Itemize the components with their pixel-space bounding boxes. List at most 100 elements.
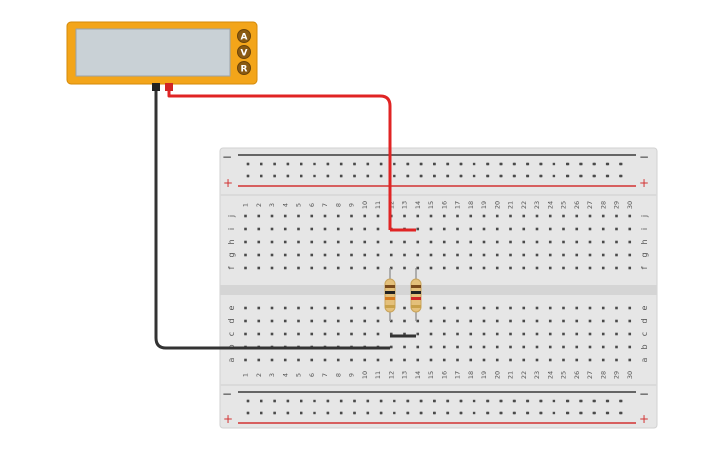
terminal-hole[interactable] bbox=[628, 332, 632, 336]
rail-hole[interactable] bbox=[512, 411, 516, 415]
rail-hole[interactable] bbox=[433, 399, 436, 403]
terminal-hole[interactable] bbox=[588, 332, 592, 336]
terminal-hole[interactable] bbox=[495, 332, 499, 336]
terminal-hole[interactable] bbox=[601, 240, 605, 244]
terminal-hole[interactable] bbox=[456, 319, 459, 323]
rail-hole[interactable] bbox=[459, 162, 462, 166]
rail-hole[interactable] bbox=[393, 162, 396, 166]
terminal-hole[interactable] bbox=[522, 266, 526, 270]
terminal-hole[interactable] bbox=[535, 214, 539, 218]
terminal-hole[interactable] bbox=[363, 358, 367, 362]
terminal-hole[interactable] bbox=[509, 214, 512, 218]
terminal-hole[interactable] bbox=[416, 253, 420, 257]
terminal-hole[interactable] bbox=[482, 227, 486, 231]
terminal-hole[interactable] bbox=[257, 358, 261, 362]
terminal-hole[interactable] bbox=[429, 214, 433, 218]
terminal-hole[interactable] bbox=[429, 345, 433, 349]
terminal-hole[interactable] bbox=[323, 214, 327, 218]
terminal-hole[interactable] bbox=[548, 358, 552, 362]
terminal-hole[interactable] bbox=[562, 240, 565, 244]
terminal-hole[interactable] bbox=[601, 332, 605, 336]
terminal-hole[interactable] bbox=[283, 358, 287, 362]
terminal-hole[interactable] bbox=[257, 332, 261, 336]
rail-hole[interactable] bbox=[472, 411, 476, 415]
terminal-hole[interactable] bbox=[429, 332, 433, 336]
rail-hole[interactable] bbox=[339, 411, 343, 415]
terminal-hole[interactable] bbox=[323, 227, 327, 231]
terminal-hole[interactable] bbox=[469, 240, 473, 244]
terminal-hole[interactable] bbox=[403, 306, 406, 310]
terminal-hole[interactable] bbox=[389, 319, 393, 323]
terminal-hole[interactable] bbox=[376, 266, 380, 270]
terminal-hole[interactable] bbox=[363, 266, 367, 270]
terminal-hole[interactable] bbox=[562, 345, 565, 349]
terminal-hole[interactable] bbox=[416, 319, 420, 323]
terminal-hole[interactable] bbox=[244, 358, 247, 362]
terminal-hole[interactable] bbox=[244, 319, 247, 323]
terminal-hole[interactable] bbox=[469, 214, 473, 218]
terminal-hole[interactable] bbox=[429, 266, 433, 270]
terminal-hole[interactable] bbox=[522, 306, 526, 310]
breadboard[interactable]: − − + + − − + + 112233445566778899101011… bbox=[219, 147, 658, 429]
terminal-hole[interactable] bbox=[601, 227, 605, 231]
terminal-hole[interactable] bbox=[495, 227, 499, 231]
red-probe-wire[interactable] bbox=[167, 91, 392, 230]
rail-hole[interactable] bbox=[446, 162, 449, 166]
terminal-hole[interactable] bbox=[509, 319, 512, 323]
resistors[interactable] bbox=[384, 268, 422, 321]
terminal-hole[interactable] bbox=[416, 332, 420, 336]
terminal-hole[interactable] bbox=[535, 332, 539, 336]
mode-button-circle[interactable] bbox=[237, 29, 251, 43]
terminal-hole[interactable] bbox=[615, 332, 618, 336]
terminal-hole[interactable] bbox=[376, 240, 380, 244]
rail-hole[interactable] bbox=[300, 174, 303, 178]
terminal-hole[interactable] bbox=[297, 266, 300, 270]
terminal-hole[interactable] bbox=[310, 227, 314, 231]
resistor-2[interactable] bbox=[410, 268, 422, 321]
terminal-hole[interactable] bbox=[535, 227, 539, 231]
rail-hole[interactable] bbox=[433, 174, 436, 178]
terminal-hole[interactable] bbox=[429, 240, 433, 244]
terminal-hole[interactable] bbox=[495, 358, 499, 362]
rail-hole[interactable] bbox=[393, 174, 396, 178]
terminal-hole[interactable] bbox=[416, 227, 420, 231]
terminal-hole[interactable] bbox=[310, 266, 314, 270]
rail-hole[interactable] bbox=[552, 162, 556, 166]
rail-hole[interactable] bbox=[512, 399, 516, 403]
terminal-hole[interactable] bbox=[416, 266, 420, 270]
terminal-hole[interactable] bbox=[575, 345, 579, 349]
terminal-hole[interactable] bbox=[244, 214, 247, 218]
rail-hole[interactable] bbox=[566, 174, 569, 178]
rail-hole[interactable] bbox=[459, 174, 462, 178]
terminal-hole[interactable] bbox=[270, 214, 274, 218]
terminal-hole[interactable] bbox=[297, 332, 300, 336]
terminal-hole[interactable] bbox=[244, 253, 247, 257]
terminal-hole[interactable] bbox=[336, 266, 340, 270]
terminal-hole[interactable] bbox=[469, 332, 473, 336]
rail-hole[interactable] bbox=[566, 399, 569, 403]
rail-hole[interactable] bbox=[273, 162, 276, 166]
terminal-hole[interactable] bbox=[416, 240, 420, 244]
terminal-hole[interactable] bbox=[350, 332, 353, 336]
red-probe-socket[interactable] bbox=[165, 83, 173, 91]
mode-button-a[interactable]: A bbox=[237, 29, 251, 43]
rail-hole[interactable] bbox=[592, 162, 595, 166]
terminal-hole[interactable] bbox=[509, 240, 512, 244]
rail-hole[interactable] bbox=[326, 162, 329, 166]
terminal-hole[interactable] bbox=[562, 319, 565, 323]
terminal-hole[interactable] bbox=[350, 266, 353, 270]
terminal-hole[interactable] bbox=[297, 306, 300, 310]
rail-hole[interactable] bbox=[486, 174, 489, 178]
terminal-hole[interactable] bbox=[628, 240, 632, 244]
terminal-hole[interactable] bbox=[588, 345, 592, 349]
rail-hole[interactable] bbox=[353, 399, 356, 403]
terminal-hole[interactable] bbox=[522, 253, 526, 257]
rail-hole[interactable] bbox=[366, 174, 369, 178]
terminal-hole[interactable] bbox=[336, 240, 340, 244]
terminal-hole[interactable] bbox=[588, 240, 592, 244]
rail-hole[interactable] bbox=[419, 174, 423, 178]
rail-hole[interactable] bbox=[605, 411, 609, 415]
terminal-hole[interactable] bbox=[244, 306, 247, 310]
terminal-hole[interactable] bbox=[482, 332, 486, 336]
terminal-hole[interactable] bbox=[363, 214, 367, 218]
